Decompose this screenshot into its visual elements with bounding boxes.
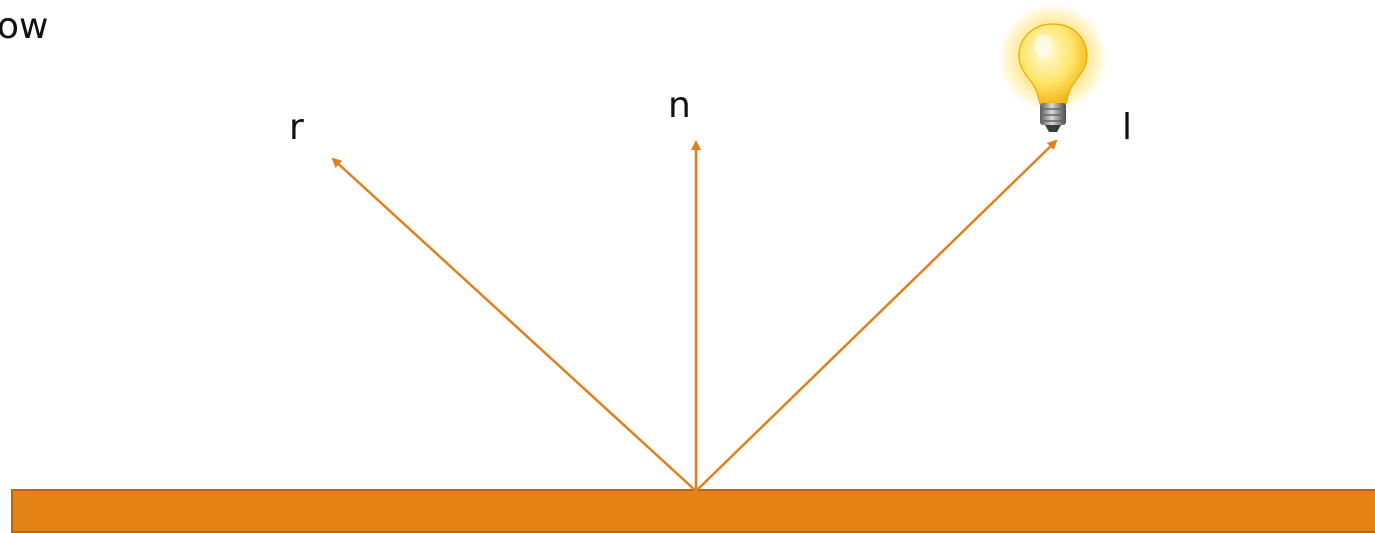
normal-ray-label: n: [668, 85, 691, 126]
corner-text: ow: [0, 6, 48, 47]
reflecting-surface: [11, 489, 1375, 533]
light-ray-label: l: [1122, 107, 1132, 148]
light-bulb-icon: [998, 3, 1108, 132]
light-ray-arrow: [695, 139, 1058, 492]
reflected-ray-label: r: [289, 107, 304, 148]
reflected-ray-arrow: [331, 157, 697, 492]
